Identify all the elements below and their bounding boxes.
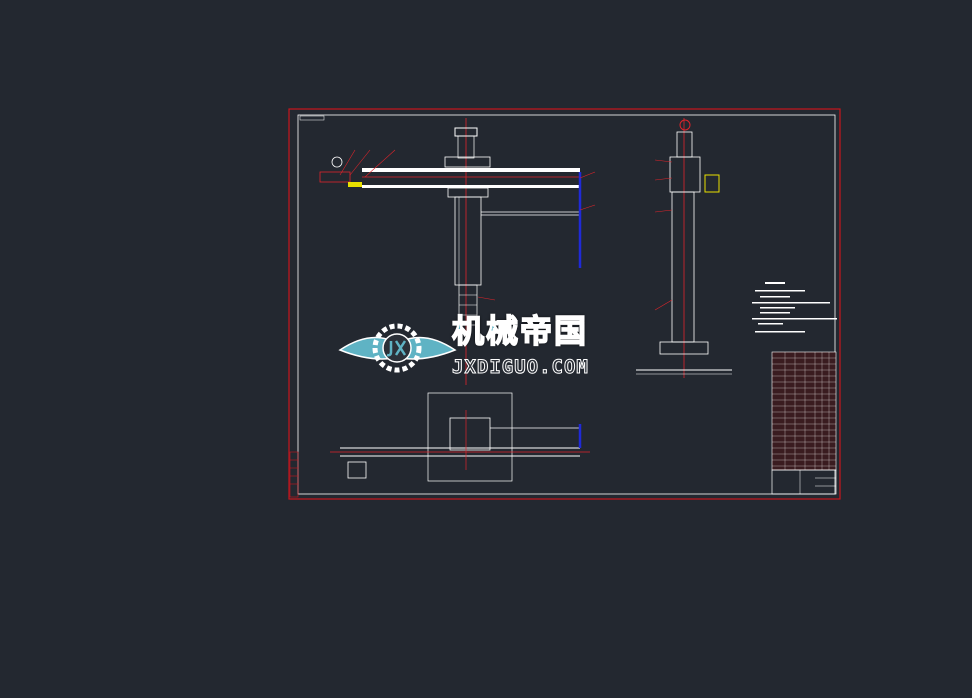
- watermark-domain-text: JXDIGUO.COM: [452, 356, 589, 379]
- drawing-number-box: [299, 115, 325, 121]
- top-view[interactable]: [330, 392, 590, 482]
- side-view[interactable]: [636, 118, 732, 378]
- binding-strip: [289, 451, 299, 498]
- logo-jx-glyph: [386, 340, 407, 357]
- parts-list-table: [771, 351, 837, 495]
- front-view[interactable]: [319, 118, 596, 385]
- sheet-outer-border: [288, 108, 841, 500]
- sheet-inner-border: [297, 114, 836, 495]
- technical-notes: [752, 282, 837, 333]
- watermark-chinese-text: 机械帝国: [451, 311, 589, 351]
- watermark-logo: [338, 323, 457, 373]
